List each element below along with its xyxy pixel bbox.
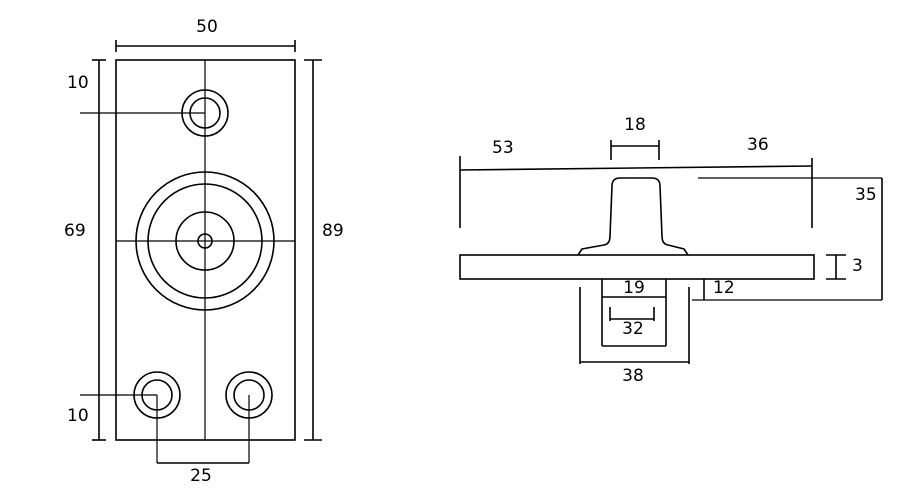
boss-center-hole bbox=[197, 233, 213, 249]
top-offset-label: 10 bbox=[67, 73, 89, 93]
bottom-offset-label: 10 bbox=[67, 406, 89, 426]
width-label: 50 bbox=[196, 17, 218, 37]
height-label: 89 bbox=[322, 221, 344, 241]
offset-label: 12 bbox=[713, 278, 735, 298]
boss-inner-circle bbox=[175, 211, 235, 271]
hole-spacing-label: 25 bbox=[190, 466, 212, 486]
side-view: 18 53 36 35 3 19 12 32 38 bbox=[459, 115, 883, 386]
span-label: 69 bbox=[64, 221, 86, 241]
total-height-label: 35 bbox=[855, 185, 877, 205]
inner-label: 32 bbox=[622, 319, 644, 339]
plate-thickness-label: 3 bbox=[852, 256, 863, 276]
boss-middle-circle bbox=[147, 183, 263, 299]
post-profile bbox=[577, 177, 689, 256]
top-reference-line bbox=[459, 165, 813, 171]
front-view: 50 89 69 10 10 25 bbox=[64, 17, 344, 486]
base-label: 38 bbox=[622, 366, 644, 386]
boss-label: 19 bbox=[623, 278, 645, 298]
boss-outer-circle bbox=[135, 171, 275, 311]
left-length-label: 53 bbox=[492, 138, 514, 158]
boss-profile bbox=[601, 279, 667, 298]
post-width-label: 18 bbox=[624, 115, 646, 135]
right-length-label: 36 bbox=[747, 135, 769, 155]
side-plate bbox=[459, 254, 815, 280]
